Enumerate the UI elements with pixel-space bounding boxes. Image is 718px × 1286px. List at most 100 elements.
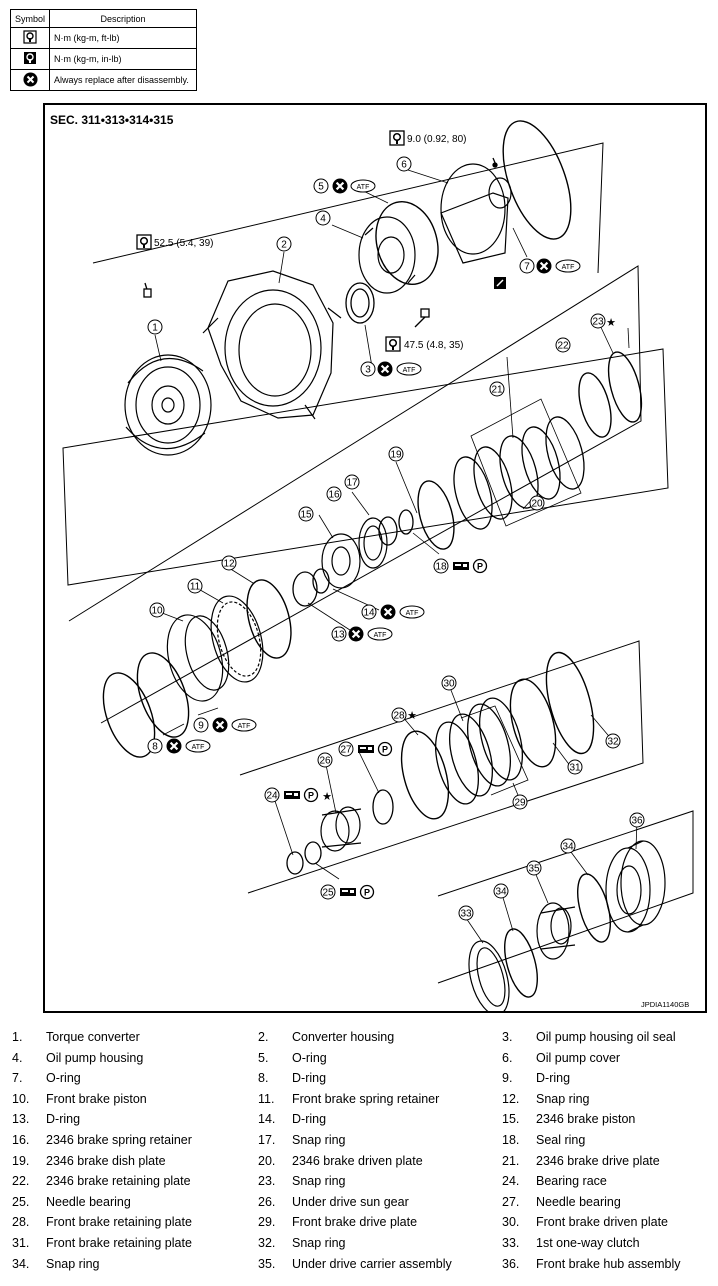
legend-part-name: Converter housing <box>292 1030 395 1044</box>
legend-part-name: 2346 brake dish plate <box>46 1153 166 1168</box>
legend-number: 4. <box>12 1050 23 1065</box>
replace-atf-marker: ATF <box>331 177 376 195</box>
legend-part-name: D-ring <box>536 1071 571 1086</box>
legend-part-name: D-ring <box>292 1071 327 1086</box>
callout-33: 33 <box>458 905 474 921</box>
svg-text:13: 13 <box>333 630 345 641</box>
o-ring-5 <box>375 200 439 286</box>
petroleum-jelly-icon <box>340 888 356 896</box>
symbol-row: Always replace after disassembly. <box>10 69 197 91</box>
callout-29: 29 <box>512 794 528 810</box>
petroleum-jelly-marker: P <box>358 741 393 757</box>
legend-number: 29. <box>258 1215 276 1230</box>
front-brake-plates <box>435 697 523 805</box>
replace-x-icon <box>211 716 229 734</box>
legend-number: 28. <box>12 1215 30 1230</box>
oil-pump-housing <box>358 216 416 294</box>
svg-text:34: 34 <box>495 887 507 898</box>
legend-part-name: Bearing race <box>536 1174 607 1189</box>
svg-text:14: 14 <box>363 608 375 619</box>
symbol-table-header: Symbol Description <box>10 9 197 28</box>
svg-text:47.5 (4.8, 35): 47.5 (4.8, 35) <box>404 340 463 351</box>
svg-text:33: 33 <box>460 909 472 920</box>
callout-30: 30 <box>441 675 457 691</box>
torque-wrench-icon <box>389 130 405 146</box>
svg-text:3: 3 <box>365 365 371 376</box>
snap-ring-12 <box>246 579 292 659</box>
legend-number: 36. <box>502 1256 520 1271</box>
legend-part-name: Front brake hub assembly <box>536 1256 681 1271</box>
section-title: SEC. 311•313•314•315 <box>50 113 174 127</box>
legend-number: 10. <box>12 1091 30 1106</box>
legend-part-name: Snap ring <box>46 1256 100 1271</box>
petroleum-jelly-icon <box>284 791 300 799</box>
svg-text:17: 17 <box>346 478 358 489</box>
svg-text:8: 8 <box>152 742 158 753</box>
svg-text:21: 21 <box>491 385 503 396</box>
legend-number: 3. <box>502 1030 513 1044</box>
svg-text:23: 23 <box>592 317 604 328</box>
legend-part-name: Front brake driven plate <box>536 1215 669 1230</box>
svg-text:ATF: ATF <box>403 367 416 374</box>
replace-atf-marker: ATF <box>379 603 425 621</box>
callout-8: 8 <box>147 738 163 754</box>
legend-number: 19. <box>12 1153 30 1168</box>
svg-text:ATF: ATF <box>192 744 205 751</box>
legend-part-name: Front brake retaining plate <box>46 1215 192 1230</box>
svg-text:9.0 (0.92, 80): 9.0 (0.92, 80) <box>407 134 466 145</box>
svg-text:6: 6 <box>401 160 407 171</box>
callout-20: 20 <box>529 495 545 511</box>
svg-text:32: 32 <box>607 737 619 748</box>
under-drive-carrier-assembly <box>536 902 576 960</box>
svg-text:ATF: ATF <box>238 723 251 730</box>
svg-text:26: 26 <box>319 756 331 767</box>
symbol-description: N·m (kg-m, in-lb) <box>49 48 197 70</box>
replace-x-icon <box>379 603 397 621</box>
under-drive-sun-gear <box>320 806 362 852</box>
svg-text:24: 24 <box>266 791 278 802</box>
replace-atf-marker: ATF <box>211 716 257 734</box>
torque-annotation: 9.0 (0.92, 80) <box>389 130 466 146</box>
legend-number: 9. <box>502 1071 513 1086</box>
bolt <box>143 157 498 328</box>
legend-part-name: Front brake piston <box>46 1091 147 1106</box>
2346-brake-dish-plate <box>417 480 455 550</box>
svg-text:52.5 (5.4, 39): 52.5 (5.4, 39) <box>154 238 213 249</box>
legend-part-name: D-ring <box>292 1112 327 1127</box>
torque-wrench-icon <box>23 30 37 44</box>
callout-5: 5 <box>313 178 329 194</box>
svg-text:15: 15 <box>300 510 312 521</box>
front-brake-retaining-plate-31 <box>509 678 557 768</box>
callout-27: 27 <box>338 741 354 757</box>
legend-part-name: 2346 brake piston <box>536 1112 636 1127</box>
legend-number: 33. <box>502 1235 520 1250</box>
legend-number: 12. <box>502 1091 520 1106</box>
replace-atf-marker: ATF <box>347 625 393 643</box>
converter-housing <box>202 270 342 420</box>
legend-part-name: Front brake retaining plate <box>46 1235 192 1250</box>
callout-34: 34 <box>493 883 509 899</box>
2346-brake-plates <box>453 416 585 530</box>
svg-text:5: 5 <box>318 182 324 193</box>
svg-text:ATF: ATF <box>357 184 370 191</box>
pencil-icon <box>494 277 506 289</box>
plate-bracket <box>470 398 582 527</box>
replace-atf-marker: ATF <box>165 737 211 755</box>
plate-bracket <box>460 705 529 796</box>
replace-x-icon <box>535 257 553 275</box>
d-ring-14 <box>312 568 330 594</box>
svg-text:34: 34 <box>562 842 574 853</box>
front-brake-spring-retainer <box>210 595 264 683</box>
svg-text:4: 4 <box>320 214 326 225</box>
callout-17: 17 <box>344 474 360 490</box>
callout-4: 4 <box>315 210 331 226</box>
svg-text:10: 10 <box>151 606 163 617</box>
panel-outline <box>239 640 644 894</box>
d-ring-13 <box>292 571 318 607</box>
legend-row: 28. Front brake retaining plate 29. Front b… <box>12 1215 712 1236</box>
callout-10: 10 <box>149 602 165 618</box>
